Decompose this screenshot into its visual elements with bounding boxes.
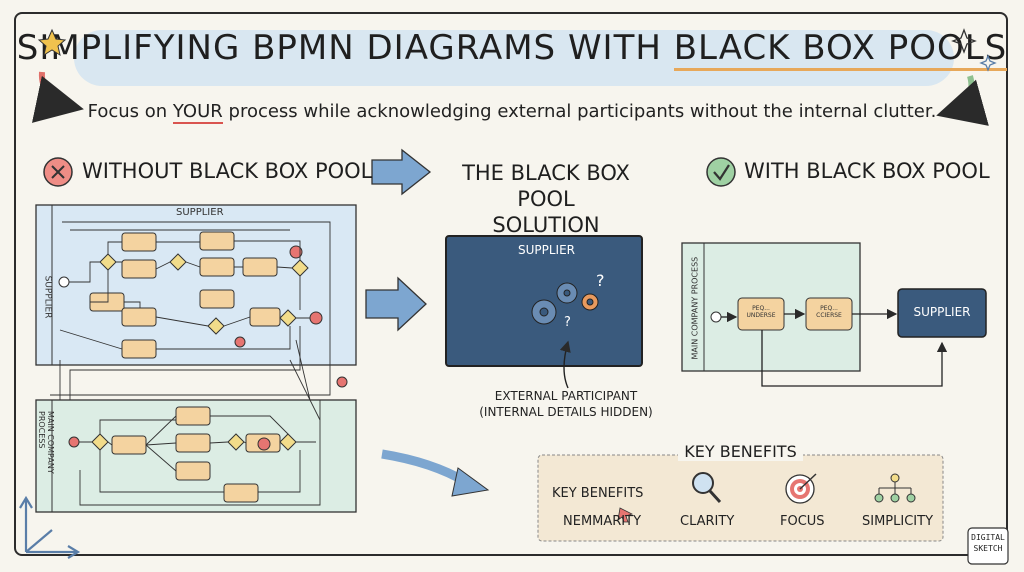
- benefits-heading: KEY BENEFITS: [538, 442, 943, 461]
- supplier-pool-complex: [35, 204, 357, 366]
- arrow-right-icon: [371, 148, 432, 196]
- benefit-focus: FOCUS: [780, 514, 825, 529]
- axis-arrow-icon: [19, 495, 81, 559]
- company-tasks: [111, 406, 281, 503]
- supplier-pool-label: SUPPLIER: [176, 207, 224, 218]
- heading-solution: THE BLACK BOX POOL SOLUTION: [462, 161, 630, 237]
- supplier-black-box: [897, 288, 987, 338]
- company-lane-label-simple: MAIN COMPANY PROCESS: [690, 256, 700, 360]
- benefits-subheading: KEY BENEFITS: [552, 486, 644, 501]
- task-2-label: PEQ... CCIERSE: [816, 305, 842, 319]
- flow-lines: [721, 308, 948, 387]
- black-box-label: SUPPLIER: [518, 243, 576, 257]
- check-circle-icon: [706, 157, 736, 187]
- heading-with: WITH BLACK BOX POOL: [744, 159, 990, 183]
- benefit-simplicity: SIMPLICITY: [862, 514, 934, 529]
- curved-arrow-right-icon: [936, 75, 989, 126]
- cursor-icon: [617, 507, 634, 523]
- star-icon: [37, 28, 67, 57]
- benefit-nemmarity: NEMMARITY: [563, 514, 642, 529]
- svg-text:?: ?: [564, 315, 571, 330]
- black-box-caption: EXTERNAL PARTICIPANT (INTERNAL DETAILS H…: [479, 389, 653, 419]
- curved-arrow-icon: [381, 449, 469, 486]
- hierarchy-icon: [874, 473, 916, 503]
- curved-arrow-left-icon: [31, 71, 84, 123]
- start-event: [710, 311, 722, 323]
- gears-icon: [531, 282, 599, 325]
- gateways: [91, 253, 309, 451]
- page-subtitle: Focus on YOUR process while acknowledgin…: [87, 101, 937, 124]
- target-icon: [785, 473, 817, 504]
- pointer-arrow: [559, 340, 571, 389]
- supplier-lane-label: SUPPLIER: [42, 275, 53, 319]
- question-mark-icon: ? ?: [564, 271, 605, 330]
- magnifier-icon: [692, 472, 722, 504]
- digital-sketch-badge: [967, 527, 1009, 565]
- task-1-label: PEQ... UNDERSE: [746, 305, 776, 319]
- sequence-flows: [50, 221, 331, 506]
- sketch-frame: [14, 12, 1008, 556]
- heading-without: WITHOUT BLACK BOX POOL: [82, 159, 373, 183]
- svg-text:?: ?: [596, 271, 605, 290]
- benefit-clarity: CLARITY: [680, 514, 735, 529]
- sparkle-icon: [951, 28, 997, 72]
- title-highlight: [74, 30, 954, 86]
- company-lane-label: MAIN COMPANY PROCESS: [37, 411, 55, 474]
- x-circle-icon: [43, 157, 73, 187]
- supplier-box-label: SUPPLIER: [913, 305, 971, 319]
- arrow-right-icon: [365, 276, 427, 332]
- page-title: SIMPLIFYING BPMN DIAGRAMS WITH BLACK BOX…: [0, 28, 1024, 71]
- benefits-panel: [537, 454, 944, 542]
- events: [58, 245, 348, 451]
